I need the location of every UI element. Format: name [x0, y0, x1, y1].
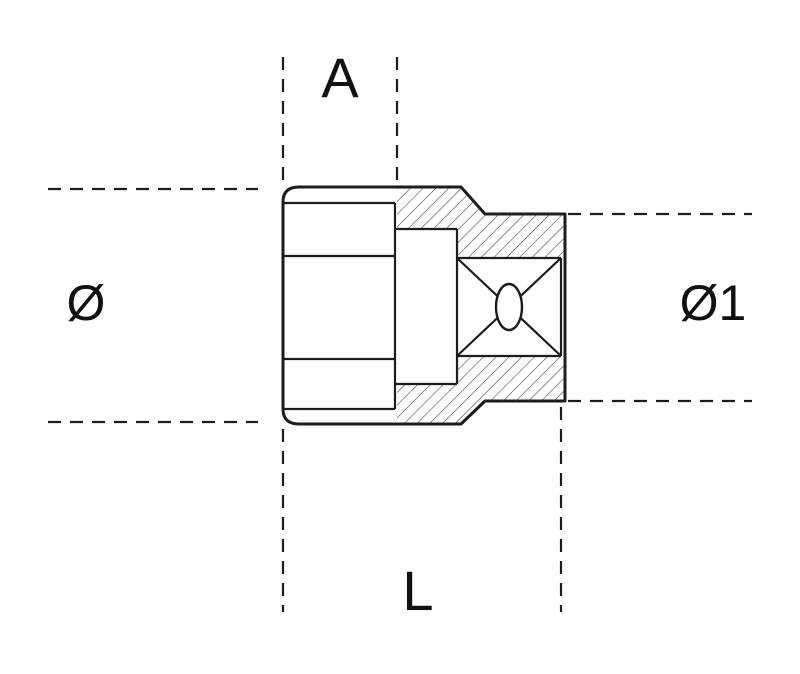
- dimension-lines-diameter1: [568, 212, 752, 403]
- dimension-label-diameter1: Ø1: [680, 275, 747, 331]
- socket-body: [281, 185, 567, 426]
- square-drive-recess: [456, 256, 563, 358]
- dimension-label-diameter: Ø: [67, 275, 106, 331]
- inner-bore-lines: [395, 227, 459, 386]
- cross-section-hatch-top: [397, 188, 564, 258]
- hex-cavity-lines: [284, 201, 397, 411]
- dimension-lines-diameter: [48, 187, 258, 424]
- dimension-lines-length: [281, 407, 563, 612]
- dimension-label-length: L: [402, 559, 433, 622]
- pin-hole-ellipse: [494, 282, 524, 332]
- dimension-label-a: A: [321, 46, 359, 109]
- cross-section-hatch-bottom: [397, 356, 564, 423]
